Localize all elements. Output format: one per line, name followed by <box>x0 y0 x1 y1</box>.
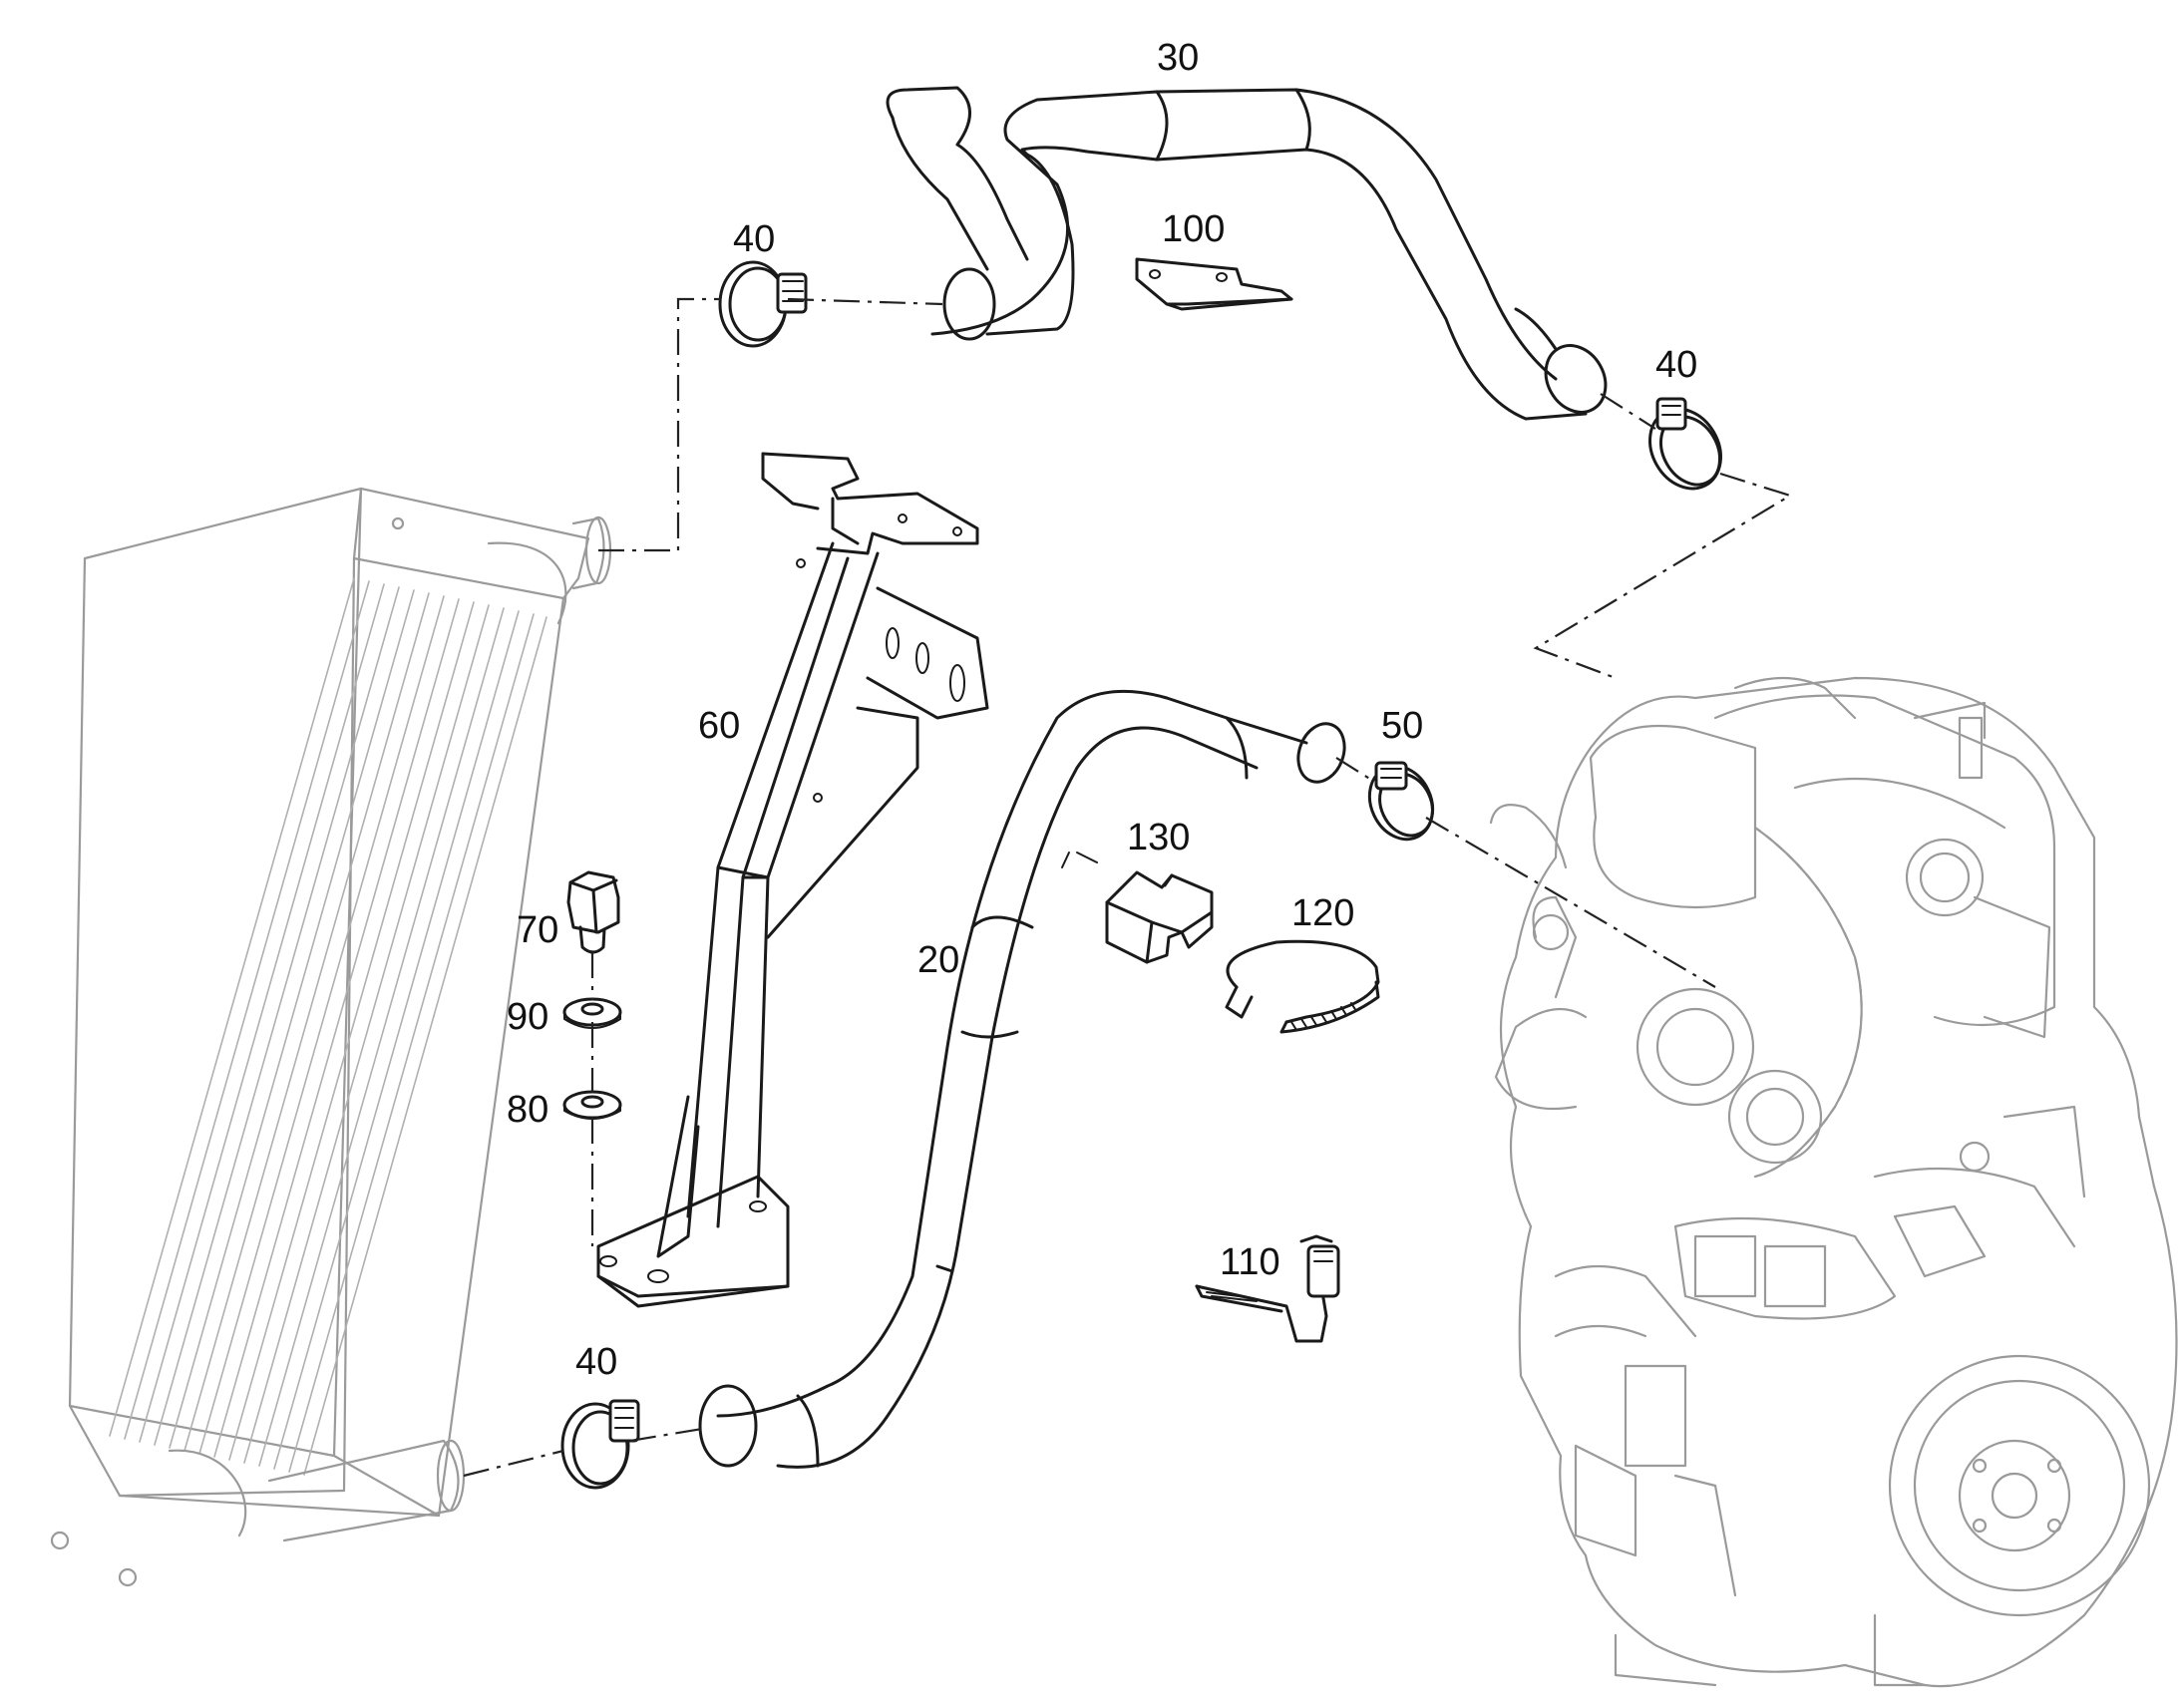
washer-80[interactable] <box>562 1090 622 1120</box>
bracket-100[interactable] <box>1135 257 1293 311</box>
callout-labels: 30 40 100 40 60 50 130 120 70 20 90 80 1… <box>507 37 1697 1383</box>
callout-20: 20 <box>917 939 959 981</box>
callout-40-right: 40 <box>1655 344 1697 386</box>
strap-120[interactable] <box>1225 939 1380 1034</box>
callout-40-top: 40 <box>733 218 775 260</box>
center-lines <box>463 297 1793 1478</box>
callout-80: 80 <box>507 1089 548 1131</box>
clamp-40-right[interactable] <box>1635 396 1734 502</box>
callout-60: 60 <box>698 705 740 747</box>
callout-90: 90 <box>507 996 548 1038</box>
callout-130: 130 <box>1127 817 1190 858</box>
bracket-60[interactable] <box>596 452 989 1308</box>
hose-20[interactable] <box>698 689 1352 1469</box>
callout-30: 30 <box>1157 37 1199 79</box>
engine-block <box>1489 676 2178 1688</box>
callout-40-bottom: 40 <box>575 1341 617 1383</box>
callout-120: 120 <box>1291 892 1354 934</box>
callout-100: 100 <box>1162 208 1225 250</box>
callout-50: 50 <box>1381 705 1423 747</box>
clip-110[interactable] <box>1195 1234 1340 1343</box>
intercooler <box>50 487 612 1587</box>
callout-70: 70 <box>517 909 558 951</box>
clamp-40-bottom[interactable] <box>560 1399 640 1490</box>
hose-30[interactable] <box>886 86 1618 423</box>
callout-110: 110 <box>1220 1241 1280 1283</box>
clamp-50[interactable] <box>1358 756 1444 850</box>
block-130[interactable] <box>1105 870 1214 964</box>
clamp-40-top[interactable] <box>718 260 808 348</box>
bolt-70[interactable] <box>566 870 620 954</box>
